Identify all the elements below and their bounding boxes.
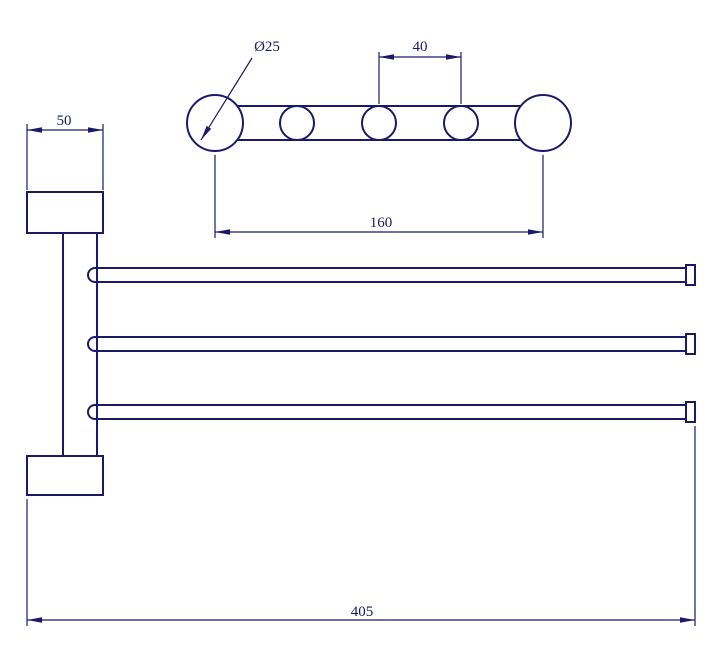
bottom-mount-block xyxy=(26,455,104,496)
top-mount-block xyxy=(26,191,104,234)
dim-mount-span: 160 xyxy=(214,155,544,238)
dim-label-hole-diameter: Ø25 xyxy=(254,39,280,55)
hook-ball-3 xyxy=(443,105,479,141)
hook-ball-2 xyxy=(361,105,397,141)
dim-label-hook-pitch: 40 xyxy=(413,39,428,55)
dim-overall-length: 405 xyxy=(26,426,696,626)
dim-bracket-width: 50 xyxy=(26,113,104,190)
right-end-knob xyxy=(514,94,572,152)
swivel-arm-2 xyxy=(87,336,687,352)
dim-label-mount-span: 160 xyxy=(370,215,393,231)
top-view xyxy=(186,94,572,152)
dim-hook-pitch: 40 xyxy=(378,39,462,104)
arm-2-end-cap xyxy=(685,333,696,355)
dim-label-overall-length: 405 xyxy=(351,604,374,620)
arm-3-end-cap xyxy=(685,401,696,423)
leader-line xyxy=(200,57,253,141)
dim-label-bracket-width: 50 xyxy=(57,113,72,129)
front-view xyxy=(26,191,696,496)
swivel-arm-3 xyxy=(87,404,687,420)
arm-1-end-cap xyxy=(685,264,696,286)
hook-ball-1 xyxy=(279,105,315,141)
left-end-knob xyxy=(186,94,244,152)
swivel-arm-1 xyxy=(87,267,687,283)
dim-hole-diameter: Ø25 xyxy=(200,39,280,141)
